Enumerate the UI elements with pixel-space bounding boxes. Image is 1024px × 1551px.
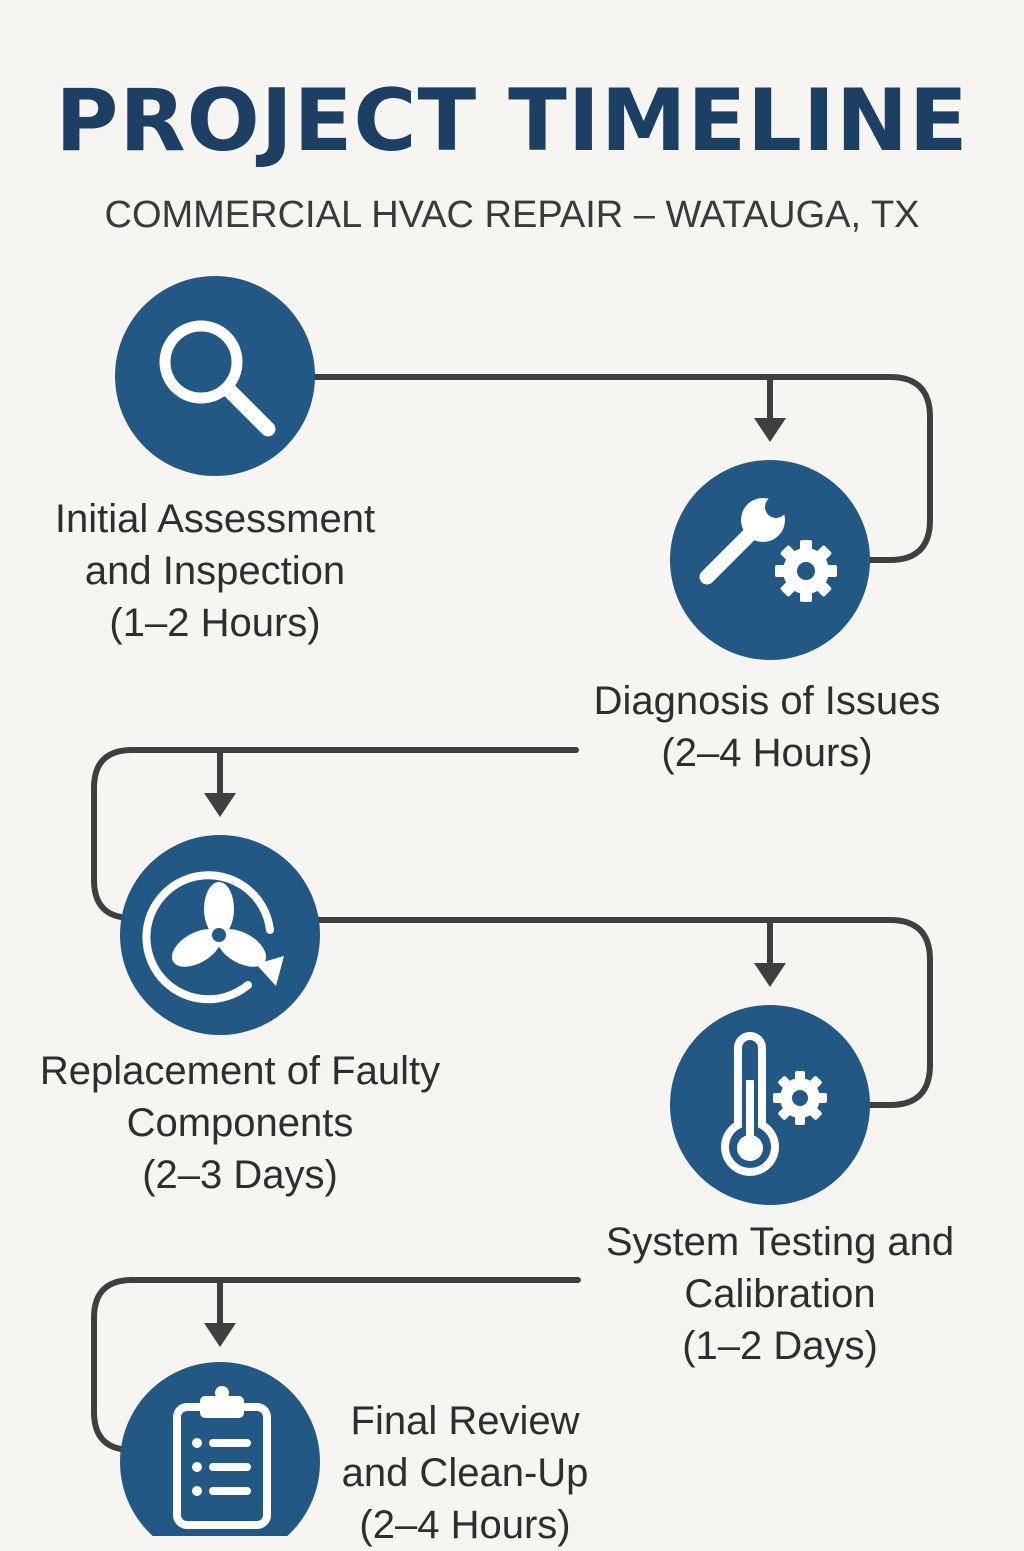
step-3-title-line-2: Components bbox=[126, 1101, 354, 1145]
page-subtitle: COMMERCIAL HVAC REPAIR – WATAUGA, TX bbox=[104, 194, 920, 236]
connector-1-2 bbox=[297, 374, 933, 563]
step-1-node bbox=[115, 276, 315, 476]
connector-2-3 bbox=[91, 747, 579, 921]
fan-cycle-icon bbox=[142, 871, 284, 1004]
step-3-duration: (2–3 Days) bbox=[142, 1153, 338, 1197]
step-4-node bbox=[670, 1005, 870, 1205]
step-2-title-line-1: Diagnosis of Issues bbox=[593, 679, 941, 723]
connector-3-4 bbox=[307, 917, 933, 1108]
arrowhead-3 bbox=[204, 793, 236, 817]
page-title: PROJECT TIMELINE bbox=[55, 71, 969, 171]
step-3-title-line-1: Replacement of Faulty bbox=[39, 1049, 441, 1093]
step-1-duration: (1–2 Hours) bbox=[109, 601, 321, 645]
clipboard-checklist-icon bbox=[173, 1386, 271, 1529]
step-5-label: Final Review and Clean-Up (2–4 Hours) bbox=[320, 1395, 610, 1551]
step-4-title-line-2: Calibration bbox=[684, 1272, 876, 1316]
connector-4-5 bbox=[91, 1277, 581, 1453]
step-1-label: Initial Assessment and Inspection (1–2 H… bbox=[40, 493, 390, 649]
step-5-duration: (2–4 Hours) bbox=[359, 1503, 571, 1547]
arrowhead-4 bbox=[754, 963, 786, 987]
step-5-node bbox=[120, 1362, 320, 1536]
step-4-title-line-1: System Testing and bbox=[605, 1220, 955, 1264]
step-4-duration: (1–2 Days) bbox=[682, 1324, 878, 1368]
step-2-duration: (2–4 Hours) bbox=[661, 731, 873, 775]
step-3-label: Replacement of Faulty Components (2–3 Da… bbox=[20, 1045, 460, 1201]
step-5-title-line-2: and Clean-Up bbox=[341, 1451, 589, 1495]
step-1-title-line-2: and Inspection bbox=[84, 549, 346, 593]
arrowhead-2 bbox=[754, 418, 786, 442]
step-4-label: System Testing and Calibration (1–2 Days… bbox=[580, 1216, 980, 1372]
magnifying-glass-icon bbox=[159, 320, 276, 437]
step-2-label: Diagnosis of Issues (2–4 Hours) bbox=[567, 675, 967, 779]
thermometer-gear-icon bbox=[721, 1032, 827, 1176]
step-3-node bbox=[120, 835, 320, 1035]
arrowhead-5 bbox=[204, 1323, 236, 1347]
wrench-gear-icon bbox=[699, 496, 837, 602]
step-5-title-line-1: Final Review bbox=[350, 1399, 580, 1443]
step-1-title-line-1: Initial Assessment bbox=[54, 497, 376, 541]
step-2-node bbox=[670, 460, 870, 660]
